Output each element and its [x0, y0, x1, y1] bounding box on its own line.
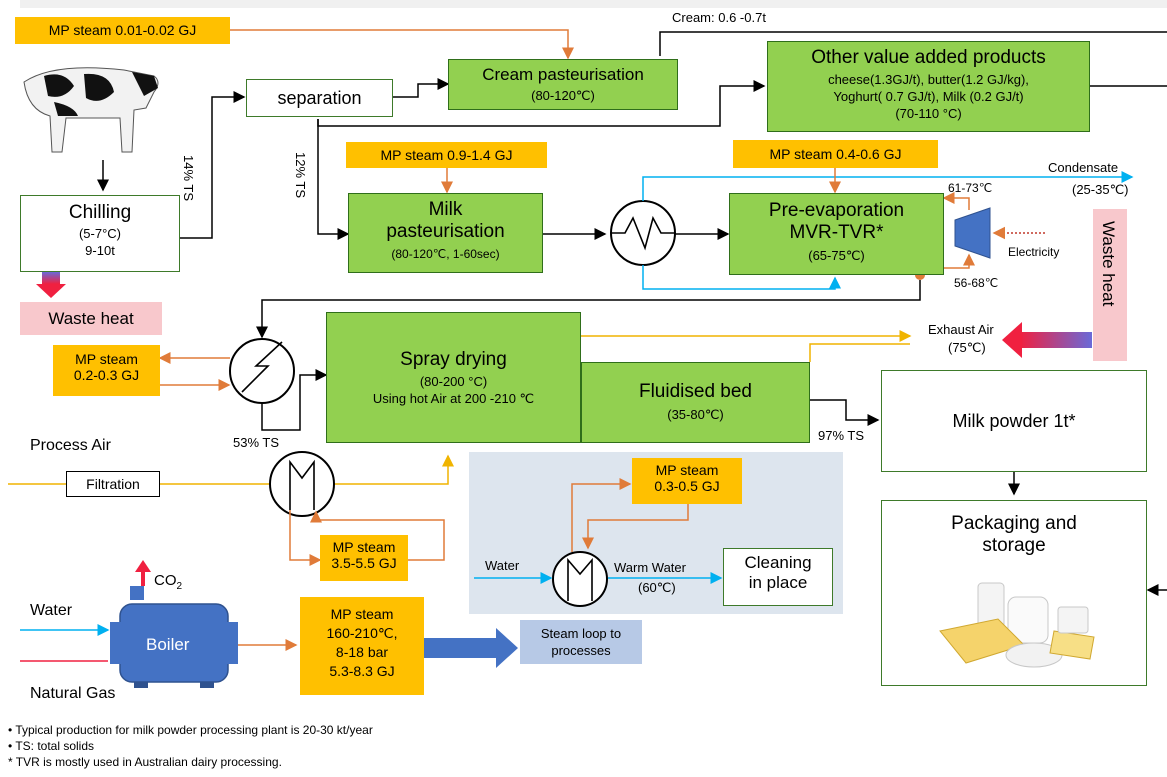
temp-56-68: 56-68℃ [954, 276, 999, 290]
ts12-label: 12% TS [293, 152, 308, 199]
electricity-label: Electricity [1008, 245, 1060, 259]
mp-steam-spray-line1: MP steam [75, 351, 138, 367]
other-products-line2: Yoghurt( 0.7 GJ/t), Milk (0.2 GJ/t) [833, 89, 1024, 104]
condensate-label: Condensate [1048, 160, 1119, 175]
steam-loop-line1: Steam loop to [540, 626, 622, 641]
chilling-box: Chilling (5-7°C) 9-10t [20, 195, 180, 272]
cip-water-label: Water [485, 558, 520, 573]
process-air-label: Process Air [30, 437, 111, 454]
cow-image [14, 52, 164, 160]
exhaust-air-temp: (75℃) [948, 340, 986, 355]
mp-steam-air-line1: MP steam [332, 539, 396, 555]
chilling-amount: 9-10t [85, 243, 115, 258]
mp-steam-spray-line2: 0.2-0.3 GJ [73, 367, 140, 383]
cream-past-title: Cream pasteurisation [482, 65, 644, 84]
mp-steam-boiler: MP steam 160-210℃, 8-18 bar 5.3-8.3 GJ [300, 597, 424, 695]
spray-title: Spray drying [400, 349, 507, 370]
cip-title2: in place [748, 573, 808, 592]
separation-box: separation [246, 79, 393, 117]
waste-heat-left: Waste heat [20, 302, 162, 335]
steam-loop-box: Steam loop to processes [520, 620, 642, 664]
chilling-title: Chilling [68, 202, 132, 223]
footnotes: • Typical production for milk powder pro… [8, 722, 373, 770]
mp-steam-milk: MP steam 0.9-1.4 GJ [346, 142, 547, 168]
mp-steam-boiler-line4: 5.3-8.3 GJ [329, 663, 395, 679]
pre-evap-temp: (65-75℃) [808, 248, 865, 263]
natural-gas-label: Natural Gas [30, 685, 116, 702]
ts97-label: 97% TS [818, 428, 865, 443]
other-products-box: Other value added products cheese(1.3GJ/… [767, 41, 1090, 132]
mp-steam-boiler-line3: 8-18 bar [335, 644, 389, 660]
condensate-temp: (25-35℃) [1072, 182, 1129, 197]
cleaning-in-place-box: Cleaning in place [723, 548, 833, 606]
cip-title1: Cleaning [744, 553, 812, 572]
other-products-line1: cheese(1.3GJ/t), butter(1.2 GJ/kg), [828, 72, 1029, 87]
mp-steam-cip-line2: 0.3-0.5 GJ [654, 478, 720, 494]
fluid-bed-title: Fluidised bed [638, 381, 753, 402]
steam-loop-line2: processes [551, 643, 611, 658]
milk-pasteurisation-box: Milk pasteurisation (80-120℃, 1-60sec) [348, 193, 543, 273]
packaging-line2: storage [982, 535, 1046, 556]
mp-steam-spray: MP steam 0.2-0.3 GJ [53, 345, 160, 396]
pre-evap-title2: MVR-TVR* [789, 222, 884, 243]
footnote-3: * TVR is mostly used in Australian dairy… [8, 755, 282, 769]
mp-steam-boiler-line2: 160-210℃, [326, 625, 398, 641]
mp-steam-air-line2: 3.5-5.5 GJ [331, 555, 397, 571]
mp-steam-boiler-line1: MP steam [330, 606, 394, 622]
dairy-products-image [938, 571, 1098, 671]
filtration-box: Filtration [66, 471, 160, 497]
milk-powder-box: Milk powder 1t* [881, 370, 1147, 472]
cip-warm-water-temp: (60℃) [638, 580, 676, 595]
temp-61-73: 61-73℃ [948, 181, 993, 195]
cream-past-temp: (80-120℃) [531, 88, 595, 103]
packaging-line1: Packaging and [951, 513, 1077, 534]
other-products-line3: (70-110 °C) [895, 106, 962, 121]
spray-temp: (80-200 °C) [419, 374, 488, 389]
waste-heat-right: Waste heat [1093, 209, 1127, 361]
fluidised-bed-box: Fluidised bed (35-80℃) [581, 362, 810, 443]
co2-subscript: 2 [176, 581, 183, 592]
chilling-temp: (5-7°C) [78, 226, 122, 241]
mp-steam-air: MP steam 3.5-5.5 GJ [320, 535, 408, 581]
milk-past-temp: (80-120℃, 1-60sec) [391, 247, 500, 261]
boiler-water-label: Water [30, 602, 73, 619]
ts14-label: 14% TS [181, 155, 196, 202]
co2-label: CO2 [154, 572, 182, 592]
mp-steam-top: MP steam 0.01-0.02 GJ [15, 17, 230, 44]
spray-note: Using hot Air at 200 -210 ℃ [372, 391, 535, 406]
ts53-label: 53% TS [233, 435, 280, 450]
fluid-bed-temp: (35-80℃) [667, 407, 724, 422]
mp-steam-cip: MP steam 0.3-0.5 GJ [632, 458, 742, 504]
cream-pasteurisation-box: Cream pasteurisation (80-120℃) [448, 59, 678, 110]
pre-evaporation-box: Pre-evaporation MVR-TVR* (65-75℃) [729, 193, 944, 275]
mp-steam-cip-line1: MP steam [655, 462, 719, 478]
milk-past-title1: Milk [428, 199, 463, 220]
co2-text: CO [154, 572, 177, 589]
other-products-title: Other value added products [811, 47, 1046, 68]
cream-label: Cream: 0.6 -0.7t [672, 10, 766, 25]
footnote-2: • TS: total solids [8, 739, 95, 753]
pre-evap-title1: Pre-evaporation [768, 200, 905, 221]
packaging-box: Packaging and storage [881, 500, 1147, 686]
exhaust-air-label: Exhaust Air [928, 322, 994, 337]
spray-drying-box: Spray drying (80-200 °C) Using hot Air a… [326, 312, 581, 443]
footnote-1: • Typical production for milk powder pro… [8, 723, 373, 737]
mp-steam-pre: MP steam 0.4-0.6 GJ [733, 140, 938, 168]
milk-past-title2: pasteurisation [386, 221, 505, 242]
cip-warm-water-label: Warm Water [614, 560, 686, 575]
boiler-label: Boiler [146, 635, 190, 654]
waste-heat-right-text: Waste heat [1099, 221, 1118, 307]
